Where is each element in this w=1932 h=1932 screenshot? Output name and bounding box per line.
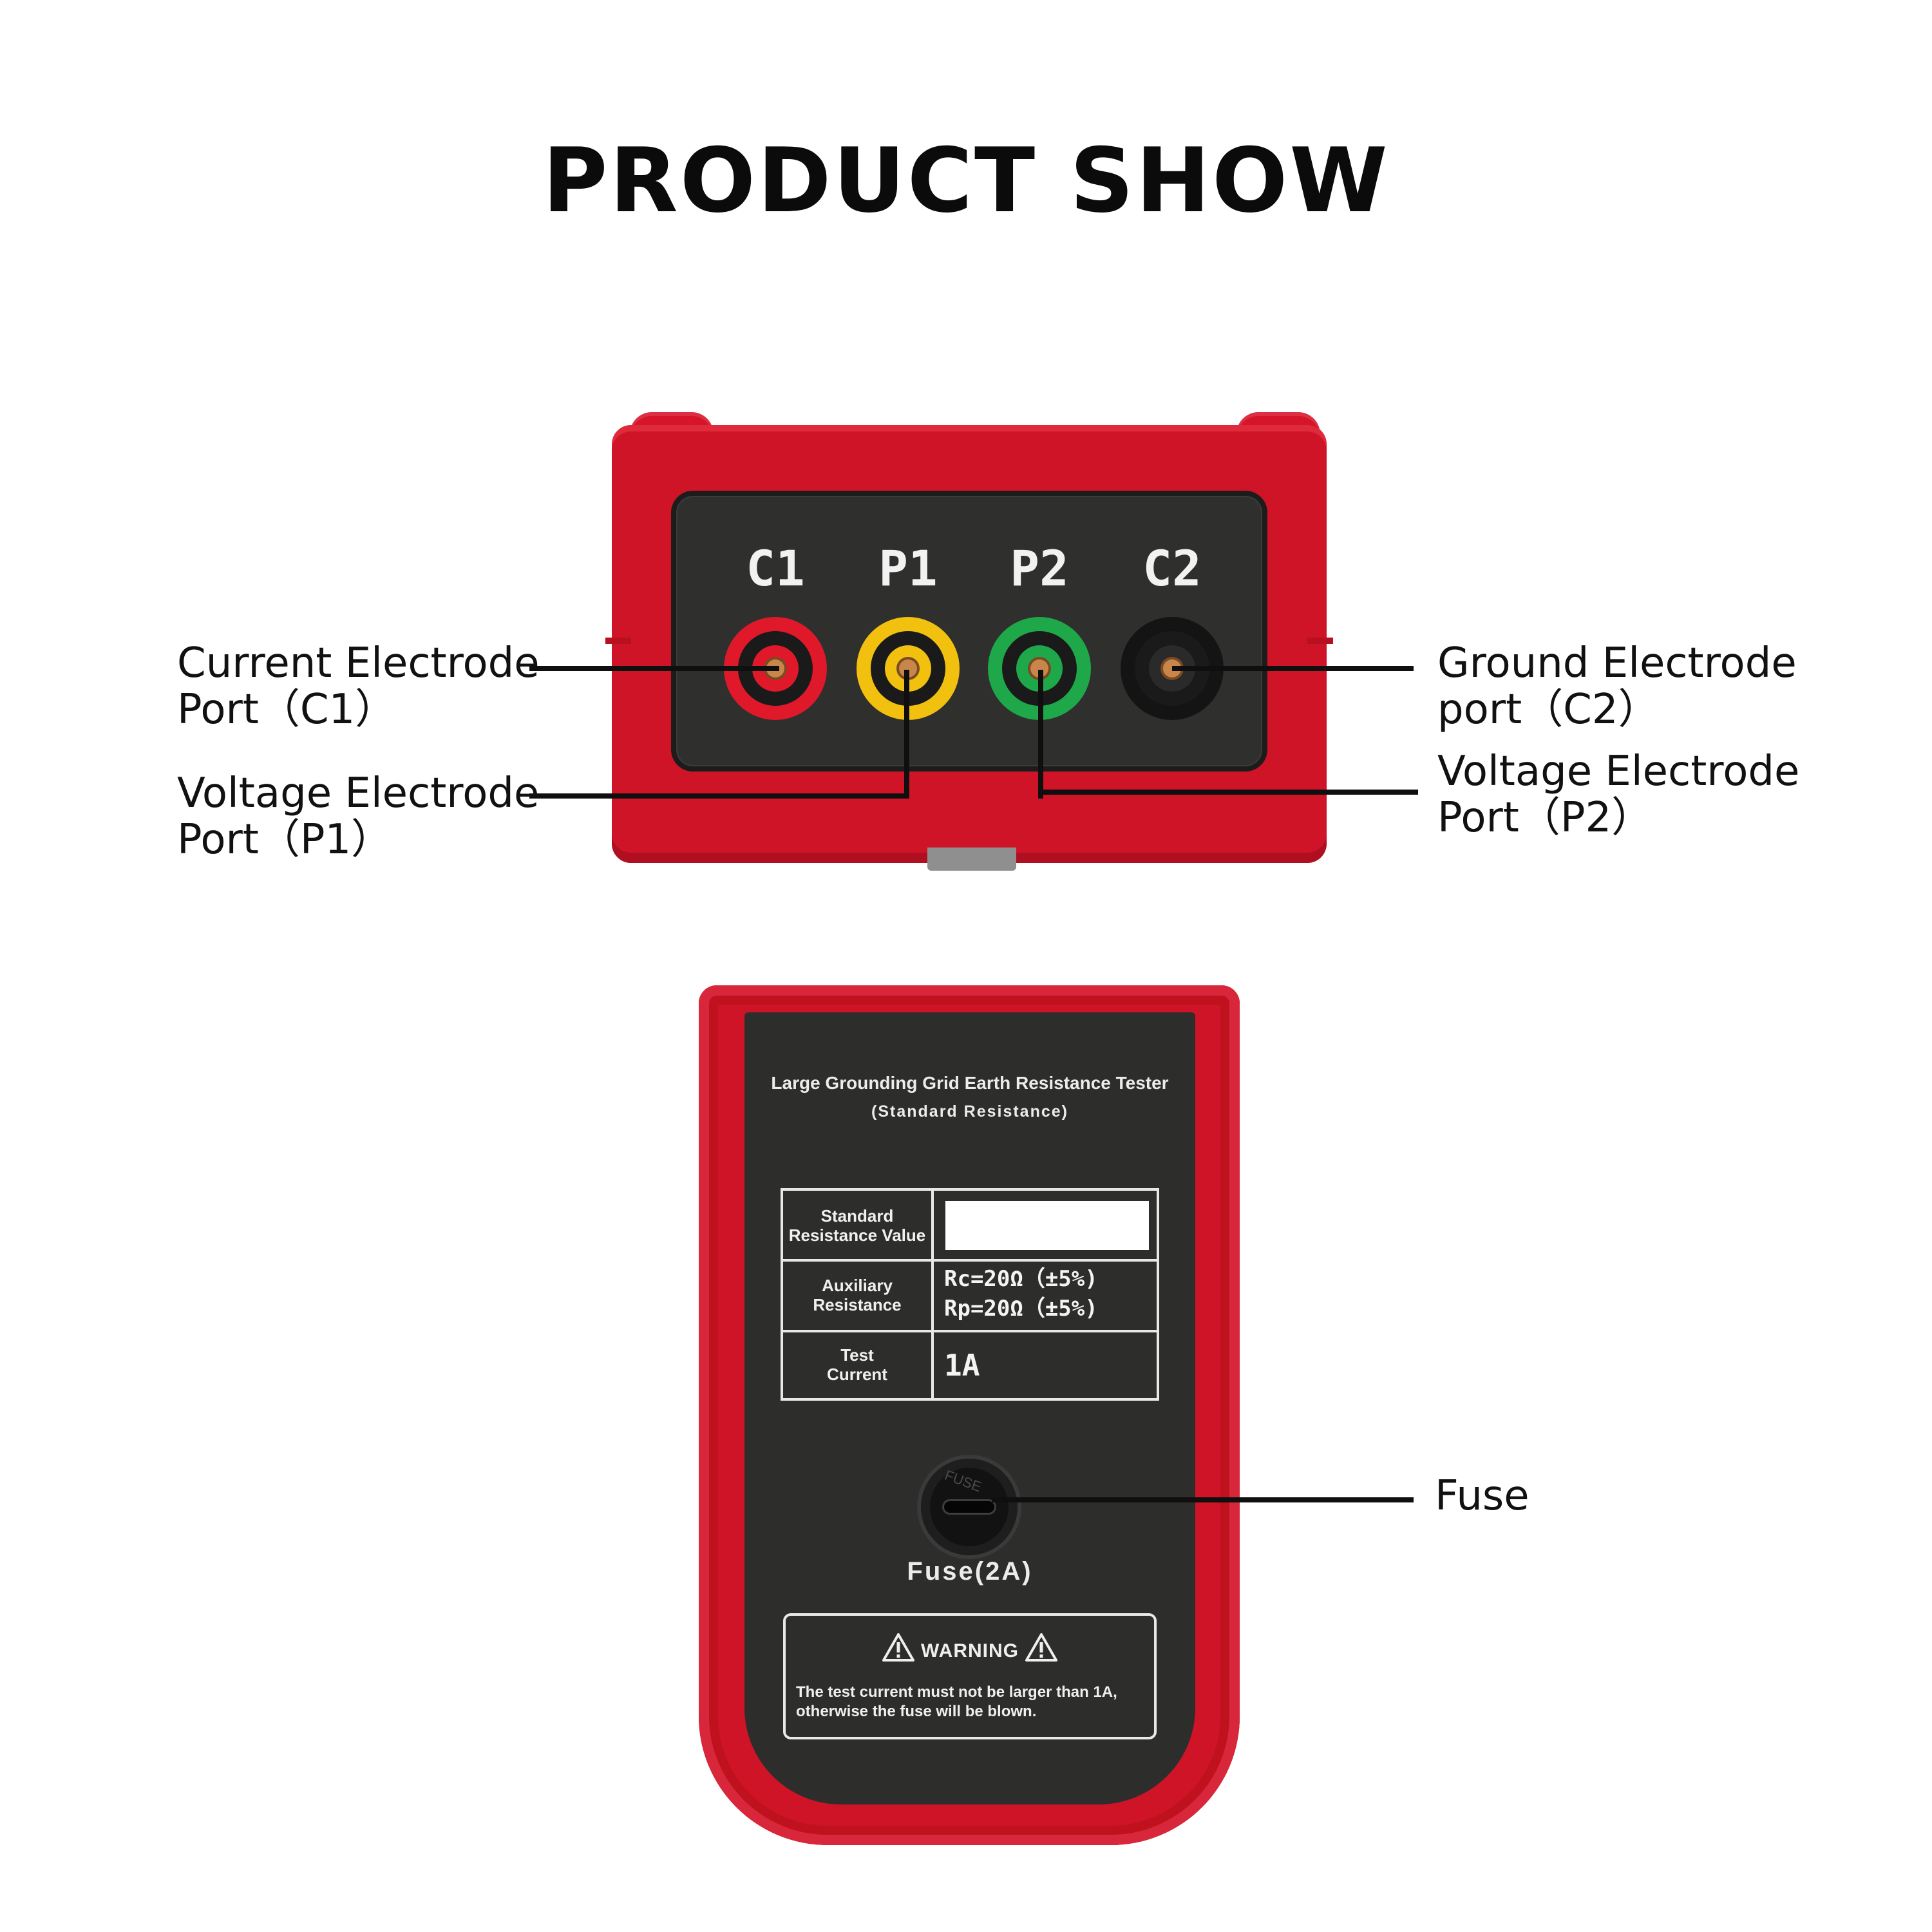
standard-value-field[interactable]	[945, 1201, 1149, 1250]
callout-p1: Voltage Electrode Port（P1）	[177, 770, 539, 863]
fuse-engraving: FUSE	[942, 1466, 984, 1495]
callout-line-p2	[1038, 790, 1418, 795]
callout-c2-line1: Ground Electrode	[1437, 639, 1797, 687]
port-label-p1: P1	[878, 540, 938, 597]
callout-c2-line2: port（C2）	[1437, 686, 1660, 734]
warning-icon	[1025, 1633, 1057, 1662]
port-label-c1: C1	[746, 540, 805, 597]
callout-line-p2-vertical	[1038, 670, 1043, 799]
spec-key: Standard Resistance Value	[783, 1206, 931, 1245]
product-title: Large Grounding Grid Earth Resistance Te…	[771, 1073, 1169, 1093]
spec-value-auxiliary: Rc=20Ω（±5%) Rp=20Ω（±5%)	[944, 1264, 1098, 1323]
fuse-holder[interactable]: FUSE	[921, 1459, 1018, 1555]
warning-icon	[882, 1633, 914, 1662]
spec-key-line: Current	[827, 1365, 887, 1384]
callout-c2: Ground Electrode port（C2）	[1437, 640, 1797, 733]
bottom-clip	[927, 848, 1016, 871]
spec-row-divider	[783, 1330, 1157, 1332]
spec-row-divider	[783, 1259, 1157, 1262]
warning-box: WARNING The test current must not be lar…	[783, 1613, 1157, 1739]
spec-key-line: Resistance	[813, 1295, 902, 1314]
product-subtitle: (Standard Resistance)	[871, 1103, 1068, 1121]
spec-key-line: Resistance Value	[788, 1226, 926, 1245]
spec-value-test-current: 1A	[944, 1348, 980, 1383]
page-title: PRODUCT SHOW	[542, 129, 1390, 232]
callout-p2-line2: Port（P2）	[1437, 794, 1653, 842]
warning-heading: WARNING	[786, 1633, 1154, 1662]
fuse-caption: Fuse(2A)	[907, 1557, 1033, 1586]
jack-c1[interactable]	[724, 617, 827, 720]
port-label-p2: P2	[1010, 540, 1069, 597]
callout-c1-line2: Port（C1）	[177, 686, 397, 734]
callout-line-c1	[529, 666, 779, 671]
callout-p1-line2: Port（P1）	[177, 816, 393, 864]
spec-key: Auxiliary Resistance	[783, 1276, 931, 1314]
spec-value-line: Rp=20Ω（±5%)	[944, 1296, 1098, 1321]
callout-p2: Voltage Electrode Port（P2）	[1437, 748, 1799, 841]
callout-line-p1-vertical	[904, 670, 909, 799]
spec-row-standard: Standard Resistance Value	[783, 1191, 1157, 1259]
spec-key-line: Test	[840, 1345, 874, 1365]
callout-fuse: Fuse	[1435, 1472, 1530, 1520]
spec-key-line: Standard	[820, 1206, 894, 1226]
warning-line: The test current must not be larger than…	[796, 1683, 1117, 1701]
label-plate	[744, 1012, 1195, 1804]
fuse-slot	[944, 1501, 994, 1513]
callout-line-fuse	[992, 1497, 1414, 1502]
spec-row-test-current: Test Current 1A	[783, 1332, 1157, 1398]
callout-p2-line1: Voltage Electrode	[1437, 748, 1800, 795]
spec-key-line: Auxiliary	[822, 1276, 893, 1295]
warning-text: The test current must not be larger than…	[796, 1683, 1157, 1721]
spec-key: Test Current	[783, 1345, 931, 1384]
housing-seam	[605, 638, 631, 644]
callout-c1: Current Electrode Port（C1）	[177, 640, 540, 733]
warning-line: otherwise the fuse will be blown.	[796, 1703, 1037, 1720]
spec-row-auxiliary: Auxiliary Resistance Rc=20Ω（±5%) Rp=20Ω（…	[783, 1262, 1157, 1330]
housing-seam	[1307, 638, 1333, 644]
callout-c1-line1: Current Electrode	[177, 639, 540, 687]
spec-table: Standard Resistance Value Auxiliary Resi…	[781, 1188, 1159, 1401]
callout-line-c2	[1172, 666, 1414, 671]
callout-line-p1	[529, 793, 909, 799]
warning-title: WARNING	[921, 1640, 1019, 1662]
spec-value-line: Rc=20Ω（±5%)	[944, 1266, 1098, 1292]
port-label-c2: C2	[1142, 540, 1202, 597]
callout-p1-line1: Voltage Electrode	[177, 770, 540, 817]
spec-column-divider	[931, 1191, 934, 1398]
